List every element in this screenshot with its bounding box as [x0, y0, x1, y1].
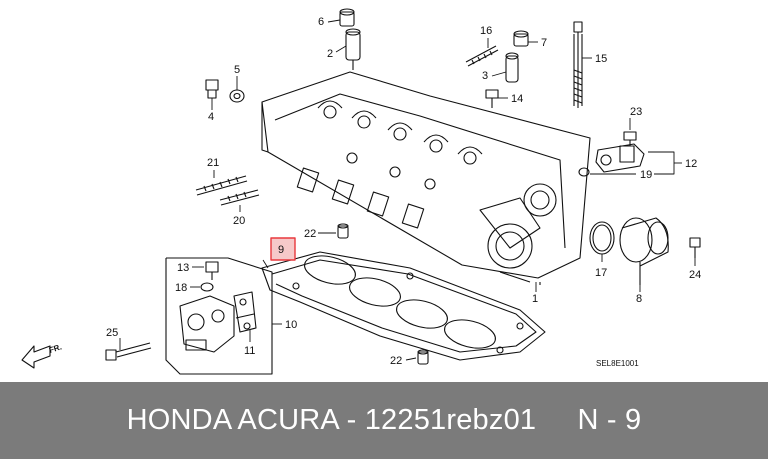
sensor-12	[595, 143, 645, 173]
head-gasket-9	[261, 251, 546, 361]
spool-valve-box	[165, 257, 273, 375]
callout-20: 20	[233, 215, 245, 227]
bolt-13	[205, 261, 219, 280]
callout-18: 18	[175, 282, 187, 294]
spool-valve-10	[179, 295, 235, 353]
callout-23: 23	[630, 106, 642, 118]
washer-5	[229, 89, 245, 103]
valve-guide-2	[345, 28, 361, 70]
dowel-22-top	[337, 223, 349, 239]
callout-3: 3	[482, 70, 488, 82]
guide-3	[505, 52, 519, 83]
bolt-24	[689, 237, 701, 258]
stud-20	[219, 189, 260, 206]
callout-5: 5	[234, 64, 240, 76]
oring-17	[589, 221, 615, 255]
bolt-14	[485, 89, 499, 108]
callout-10: 10	[285, 319, 297, 331]
callout-13: 13	[177, 262, 189, 274]
footer-bar: HONDA ACURA - 12251rebz01 N - 9	[0, 382, 768, 459]
bolt-25	[105, 342, 152, 361]
water-outlet-8	[619, 217, 669, 285]
callout-22-bottom: 22	[390, 355, 402, 367]
dowel-22-bottom	[417, 349, 429, 365]
callout-11: 11	[244, 345, 255, 357]
callout-16: 16	[480, 25, 492, 37]
oring-18	[200, 282, 214, 292]
parts-diagram: 1 2 3 4 5 6 7 8 9 10 11 12 13 14 15 16 1…	[21, 8, 701, 375]
callout-7: 7	[541, 37, 547, 49]
callout-25: 25	[106, 327, 118, 339]
callout-15: 15	[595, 53, 607, 65]
oring-19	[578, 167, 590, 177]
diagram-code: SEL8E1001	[596, 359, 639, 368]
bolt-15	[573, 21, 583, 108]
bolt-4	[205, 79, 219, 99]
gasket-11	[233, 291, 257, 333]
stud-21	[195, 175, 248, 196]
footer-title: HONDA ACURA - 12251rebz01 N - 9	[126, 404, 642, 436]
callout-2: 2	[327, 48, 333, 60]
cylinder-head	[261, 71, 591, 283]
callout-8: 8	[636, 293, 642, 305]
bolt-23	[623, 131, 637, 146]
front-arrow	[21, 345, 51, 369]
callout-14: 14	[511, 93, 523, 105]
seal-7	[513, 30, 529, 47]
stud-16	[465, 45, 499, 67]
highlight-box-9	[270, 237, 296, 261]
seal-6	[339, 8, 355, 27]
callout-4: 4	[208, 111, 214, 123]
callout-12: 12	[685, 158, 697, 170]
callout-6: 6	[318, 16, 324, 28]
callout-24: 24	[689, 269, 701, 281]
callout-19: 19	[640, 169, 652, 181]
callout-9: 9	[278, 244, 284, 256]
callout-1: 1	[532, 293, 538, 305]
front-arrow-label: FR.	[48, 342, 63, 355]
callout-21: 21	[207, 157, 219, 169]
callout-17: 17	[595, 267, 607, 279]
callout-22-top: 22	[304, 228, 316, 240]
